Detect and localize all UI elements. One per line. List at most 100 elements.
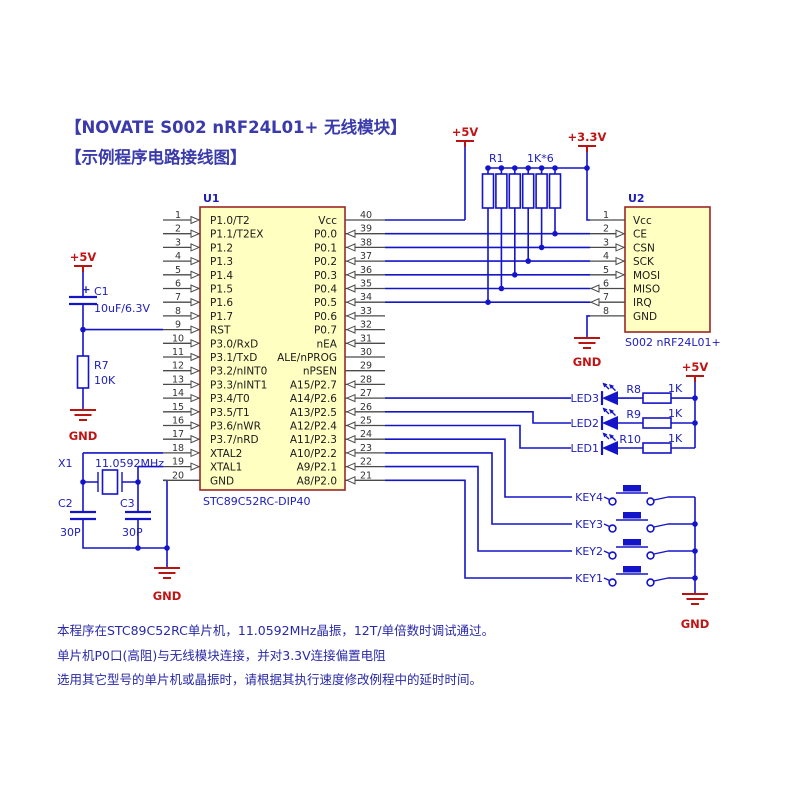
u1-pin-name: P0.7 bbox=[314, 325, 337, 337]
key-row-1: KEY1 bbox=[575, 566, 669, 587]
u2-pin-num: 8 bbox=[603, 306, 609, 317]
u1-pin-num: 4 bbox=[175, 251, 181, 262]
u1-pin-name: P0.3 bbox=[314, 270, 337, 282]
c3-ref: C3 bbox=[120, 497, 135, 510]
r7-resistor bbox=[76, 355, 90, 389]
key2-button-icon bbox=[623, 539, 641, 546]
gnd-label-u2: GND bbox=[573, 355, 602, 369]
junction-dots bbox=[80, 165, 698, 581]
key1-button-icon bbox=[623, 566, 641, 573]
u1-pin-num: 32 bbox=[360, 320, 372, 331]
u1-pin-num: 19 bbox=[172, 457, 184, 468]
led-row-3: LED3 R8 1K bbox=[570, 382, 683, 406]
c1-value: 10uF/6.3V bbox=[94, 302, 150, 315]
u1-pin-name: P1.5 bbox=[210, 284, 233, 296]
u1-pin-num: 22 bbox=[360, 457, 372, 468]
u1-pin-num: 20 bbox=[172, 470, 184, 481]
u1-pin-name: RST bbox=[210, 325, 231, 337]
gnd-icon-keys bbox=[682, 593, 708, 605]
page-title: 【NOVATE S002 nRF24L01+ 无线模块】 bbox=[65, 117, 407, 137]
u1-pin-num: 14 bbox=[172, 388, 184, 399]
u2-pin-name: MISO bbox=[633, 284, 660, 296]
u1-pin-name: ALE/nPROG bbox=[277, 352, 337, 364]
r9-resistor bbox=[642, 417, 672, 429]
u1-pin-name: P3.7/nRD bbox=[210, 434, 259, 446]
u2-pin-name: SCK bbox=[633, 256, 655, 268]
u1-pin-num: 18 bbox=[172, 443, 184, 454]
crystal-plates bbox=[97, 472, 123, 492]
r1-ref: R1 bbox=[489, 152, 504, 165]
u1-pin-name: A8/P2.0 bbox=[297, 475, 337, 487]
u1-part: STC89C52RC-DIP40 bbox=[203, 495, 311, 508]
u1-pin-num: 27 bbox=[360, 388, 372, 399]
u1-pin-num: 36 bbox=[360, 265, 372, 276]
u1-pin-name: A10/P2.2 bbox=[290, 448, 337, 460]
c2-value: 30P bbox=[60, 526, 81, 539]
u1-pin-name: P0.2 bbox=[314, 256, 337, 268]
u1-pin-name: P1.1/T2EX bbox=[210, 229, 264, 241]
u1-pin-num: 28 bbox=[360, 374, 372, 385]
reset-circuit: + C1 10uF/6.3V R7 10K bbox=[69, 283, 150, 389]
key1-label: KEY1 bbox=[575, 572, 603, 585]
key-row-2: KEY2 bbox=[575, 539, 669, 560]
led1-label: LED1 bbox=[570, 442, 599, 455]
key3-button-icon bbox=[623, 512, 641, 519]
u1-pin-name: XTAL2 bbox=[210, 448, 242, 460]
u1-pin-name: nEA bbox=[317, 338, 338, 350]
u2-pin-num: 6 bbox=[603, 279, 609, 290]
u1-pin-name: P1.2 bbox=[210, 242, 233, 254]
u1-pin-name: A13/P2.5 bbox=[290, 407, 337, 419]
u1-ref: U1 bbox=[203, 192, 220, 205]
pin-direction-arrows-right bbox=[345, 229, 356, 485]
u1-pin-num: 38 bbox=[360, 237, 372, 248]
u1-pin-name: P1.3 bbox=[210, 256, 233, 268]
u1-pin-name: P3.0/RxD bbox=[210, 338, 258, 350]
u1-pin-name: A14/P2.6 bbox=[290, 393, 337, 405]
u1-pin-num: 39 bbox=[360, 224, 372, 235]
u1-pin-name: P3.5/T1 bbox=[210, 407, 250, 419]
x1-freq: 11.0592MHz bbox=[95, 457, 164, 470]
resistor-network-r1: R1 1K*6 bbox=[481, 152, 562, 209]
u2-pin-num: 7 bbox=[603, 292, 609, 303]
note-line-1: 本程序在STC89C52RC单片机，11.0592MHz晶振，12T/单倍数时调… bbox=[57, 623, 494, 638]
u1-pin-num: 35 bbox=[360, 279, 372, 290]
u1-pin-name: P1.7 bbox=[210, 311, 233, 323]
note-line-3: 选用其它型号的单片机或晶振时，请根据其执行速度修改例程中的延时时间。 bbox=[57, 672, 482, 687]
r7-ref: R7 bbox=[94, 359, 109, 372]
gnd-label-keys: GND bbox=[681, 617, 710, 631]
u1-pin-num: 30 bbox=[360, 347, 372, 358]
u1-pin-num: 1 bbox=[175, 210, 181, 221]
led3-diode-icon bbox=[602, 391, 618, 406]
u1-pin-name: XTAL1 bbox=[210, 462, 242, 474]
notes: 本程序在STC89C52RC单片机，11.0592MHz晶振，12T/单倍数时调… bbox=[57, 623, 494, 687]
u1-pin-num: 6 bbox=[175, 279, 181, 290]
u1-pin-name: P3.3/nINT1 bbox=[210, 379, 267, 391]
u2-pin-name: CSN bbox=[633, 242, 655, 254]
led2-label: LED2 bbox=[570, 417, 599, 430]
r8-resistor bbox=[642, 392, 672, 404]
page-subtitle: 【示例程序电路接线图】 bbox=[65, 147, 247, 167]
u2-pin-name: MOSI bbox=[633, 270, 660, 282]
u1-body bbox=[199, 206, 346, 491]
u1-pin-num: 12 bbox=[172, 361, 184, 372]
v5-label-led: +5V bbox=[682, 360, 709, 374]
u2-body bbox=[624, 206, 711, 333]
u1-pin-name: A9/P2.1 bbox=[297, 462, 337, 474]
r9-value: 1K bbox=[668, 407, 683, 420]
u1-pin-name: A11/P2.3 bbox=[290, 434, 337, 446]
u2-pin-name: Vcc bbox=[633, 215, 652, 227]
u1-pin-name: P1.0/T2 bbox=[210, 215, 250, 227]
u1-pin-name: GND bbox=[210, 475, 234, 487]
v33-label: +3.3V bbox=[568, 130, 607, 144]
u1-pin-num: 17 bbox=[172, 429, 184, 440]
r9-ref: R9 bbox=[626, 408, 641, 421]
u1-pin-name: P3.2/nINT0 bbox=[210, 366, 267, 378]
u1-pin-num: 10 bbox=[172, 333, 184, 344]
u1-pin-name: P0.0 bbox=[314, 229, 337, 241]
u1-pin-num: 15 bbox=[172, 402, 184, 413]
key-row-4: KEY4 bbox=[575, 485, 669, 506]
r8-value: 1K bbox=[668, 382, 683, 395]
u2-part: S002 nRF24L01+ bbox=[625, 336, 721, 349]
c3-value: 30P bbox=[122, 526, 143, 539]
